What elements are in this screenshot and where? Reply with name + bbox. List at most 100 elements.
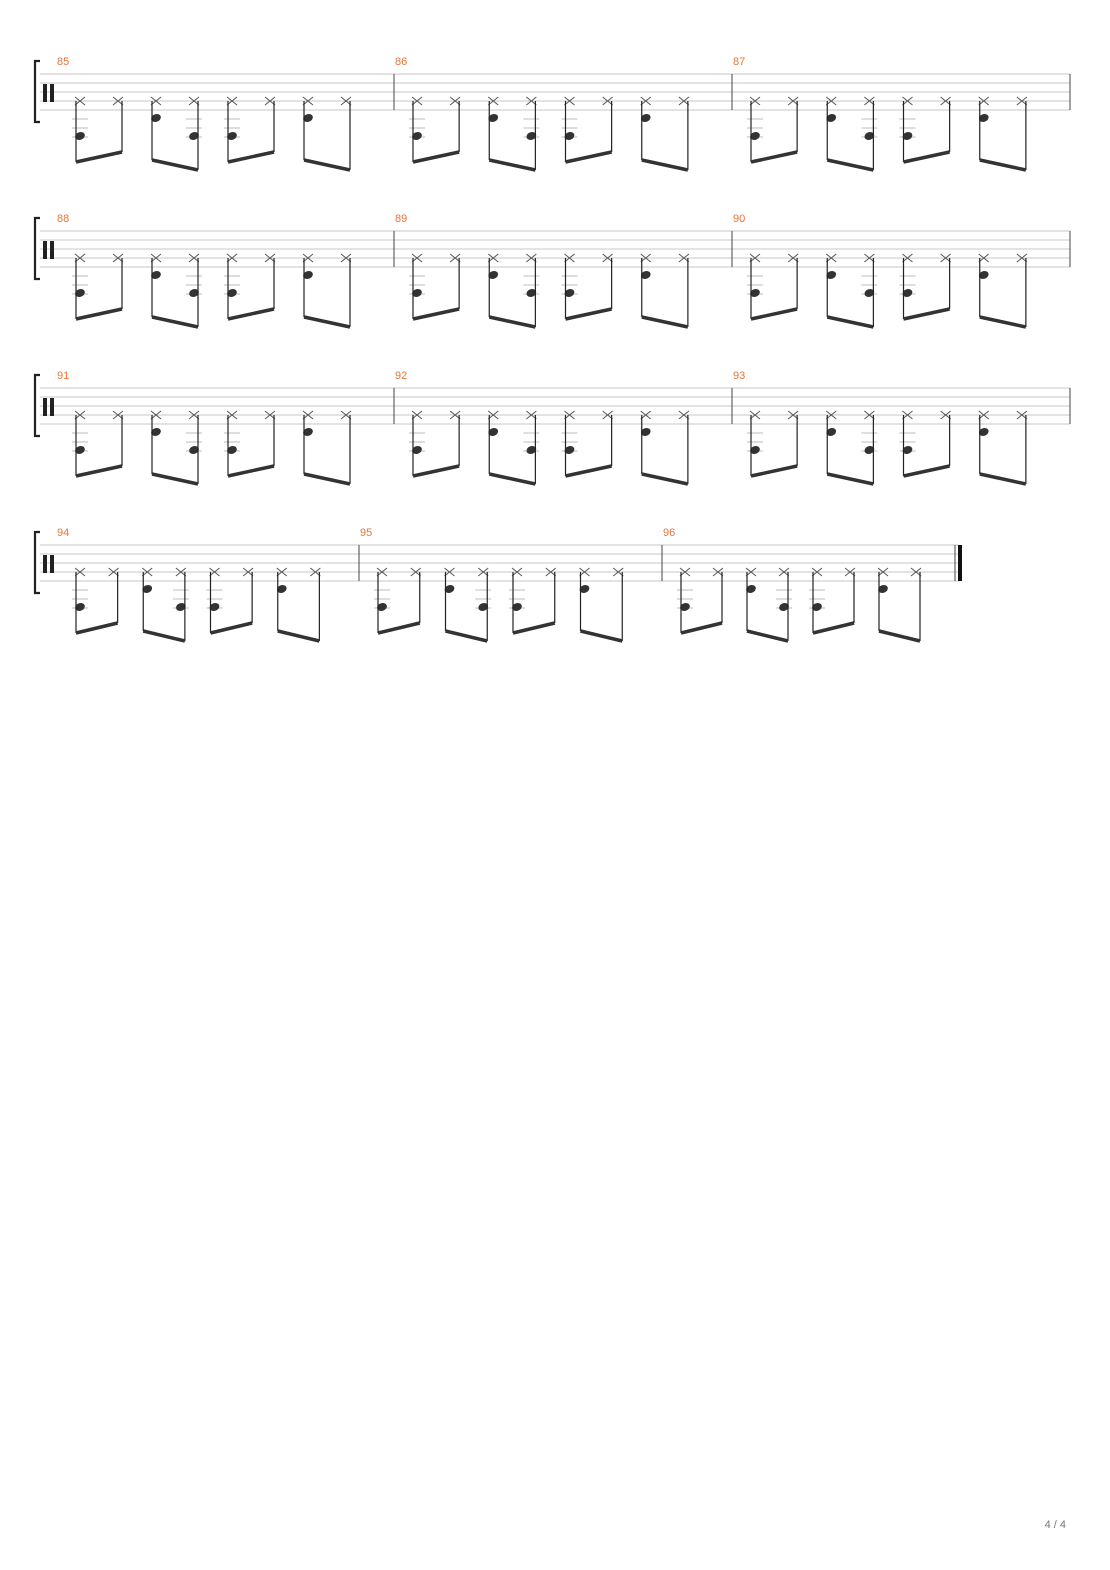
snare-note bbox=[151, 271, 161, 279]
snare-note bbox=[978, 428, 989, 436]
hihat-x-head bbox=[564, 410, 575, 420]
bass-drum-note bbox=[227, 446, 237, 454]
measure: 94 bbox=[57, 527, 321, 643]
snare-note bbox=[826, 114, 837, 122]
hihat-x-head bbox=[526, 96, 537, 106]
measure-number: 94 bbox=[57, 527, 69, 539]
snare-note bbox=[579, 585, 590, 593]
hihat-x-head bbox=[226, 253, 238, 263]
hihat-x-head bbox=[264, 410, 276, 420]
hihat-x-head bbox=[749, 253, 761, 263]
note-beam bbox=[750, 307, 798, 321]
percussion-clef-icon bbox=[43, 241, 54, 259]
note-beam bbox=[750, 464, 798, 478]
hihat-x-head bbox=[877, 567, 889, 577]
hihat-x-head bbox=[376, 567, 388, 577]
hihat-x-head bbox=[940, 253, 951, 263]
hihat-x-head bbox=[477, 567, 489, 577]
hihat-x-head bbox=[74, 567, 86, 577]
hihat-x-head bbox=[150, 410, 162, 420]
bass-drum-note bbox=[412, 132, 422, 140]
hihat-x-head bbox=[449, 96, 461, 106]
snare-note bbox=[640, 428, 651, 436]
note-beam bbox=[210, 621, 253, 635]
page-number: 4 / 4 bbox=[1044, 1519, 1066, 1531]
hihat-x-head bbox=[902, 410, 913, 420]
note-beam bbox=[565, 307, 612, 321]
hihat-x-head bbox=[411, 96, 423, 106]
note-beam bbox=[151, 472, 199, 486]
bass-drum-note bbox=[812, 603, 822, 611]
hihat-x-head bbox=[745, 567, 757, 577]
note-beam bbox=[903, 307, 950, 321]
note-beam bbox=[75, 307, 123, 321]
bass-drum-note bbox=[75, 603, 85, 611]
hihat-x-head bbox=[811, 567, 823, 577]
bass-drum-note bbox=[189, 289, 199, 297]
hihat-x-head bbox=[112, 253, 124, 263]
measure-number: 88 bbox=[57, 213, 69, 225]
measure: 85 bbox=[57, 56, 352, 172]
bass-drum-note bbox=[902, 289, 913, 297]
bass-drum-note bbox=[377, 603, 387, 611]
hihat-x-head bbox=[226, 96, 238, 106]
measure-number: 86 bbox=[395, 56, 407, 68]
hihat-x-head bbox=[112, 96, 124, 106]
snare-note bbox=[276, 585, 287, 593]
note-beam bbox=[979, 472, 1027, 486]
bass-drum-note bbox=[564, 132, 575, 140]
hihat-x-head bbox=[226, 410, 238, 420]
hihat-x-head bbox=[302, 410, 314, 420]
bass-drum-note bbox=[564, 289, 575, 297]
note-beam bbox=[979, 158, 1027, 172]
snare-note bbox=[151, 428, 161, 436]
measure: 90 bbox=[733, 213, 1028, 329]
note-beam bbox=[142, 629, 186, 643]
snare-note bbox=[826, 271, 837, 279]
snare-note bbox=[978, 114, 989, 122]
note-beam bbox=[826, 472, 874, 486]
hihat-x-head bbox=[749, 410, 761, 420]
bass-drum-note bbox=[750, 132, 760, 140]
bass-drum-note bbox=[512, 603, 522, 611]
bass-drum-note bbox=[864, 289, 875, 297]
bass-drum-note bbox=[750, 289, 760, 297]
snare-note bbox=[640, 114, 651, 122]
note-beam bbox=[75, 621, 119, 635]
snare-note bbox=[444, 585, 455, 593]
hihat-x-head bbox=[310, 567, 321, 577]
snare-note bbox=[826, 428, 837, 436]
hihat-x-head bbox=[302, 253, 314, 263]
hihat-x-head bbox=[787, 96, 799, 106]
note-beam bbox=[488, 158, 536, 172]
hihat-x-head bbox=[864, 96, 875, 106]
hihat-x-head bbox=[487, 253, 499, 263]
hihat-x-head bbox=[150, 96, 162, 106]
bass-drum-note bbox=[189, 446, 199, 454]
note-beam bbox=[826, 315, 874, 329]
hihat-x-head bbox=[340, 410, 352, 420]
hihat-x-head bbox=[787, 253, 799, 263]
note-beam bbox=[979, 315, 1027, 329]
bass-drum-note bbox=[564, 446, 575, 454]
hihat-x-head bbox=[579, 567, 590, 577]
measure-number: 96 bbox=[663, 527, 675, 539]
hihat-x-head bbox=[864, 253, 875, 263]
note-beam bbox=[903, 150, 950, 164]
bass-drum-note bbox=[478, 603, 489, 611]
hihat-x-head bbox=[526, 253, 537, 263]
hihat-x-head bbox=[787, 410, 799, 420]
bass-drum-note bbox=[864, 446, 875, 454]
hihat-x-head bbox=[449, 410, 461, 420]
snare-note bbox=[303, 114, 313, 122]
hihat-x-head bbox=[150, 253, 162, 263]
hihat-x-head bbox=[825, 410, 837, 420]
hihat-x-head bbox=[487, 410, 499, 420]
note-beam bbox=[903, 464, 950, 478]
hihat-x-head bbox=[844, 567, 856, 577]
hihat-x-head bbox=[978, 96, 990, 106]
note-beam bbox=[565, 150, 612, 164]
hihat-x-head bbox=[978, 253, 990, 263]
